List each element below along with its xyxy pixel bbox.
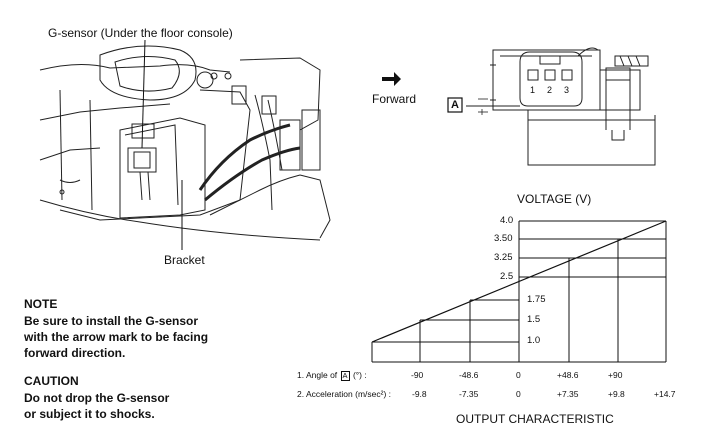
note-line-1: Be sure to install the G-sensor: [24, 314, 199, 328]
note-line-3: forward direction.: [24, 346, 126, 360]
row1-marker: A: [340, 371, 350, 381]
note-line-2: with the arrow mark to be facing: [24, 330, 209, 344]
pin-1-label: 1: [530, 85, 536, 95]
y-tick-1-5: 1.5: [527, 314, 541, 325]
caution-line-2: or subject it to shocks.: [24, 407, 155, 421]
y-tick-4-0: 4.0: [500, 215, 514, 226]
chart-title: OUTPUT CHARACTERISTIC: [456, 412, 614, 426]
y-tick-2-5: 2.5: [500, 271, 514, 282]
chart-ylabel: VOLTAGE (V): [517, 192, 592, 206]
row1-val-p90: +90: [608, 370, 623, 380]
row2-val-p14-7: +14.7: [654, 389, 676, 399]
row1-val-0: 0: [516, 370, 521, 380]
note-title: NOTE: [24, 297, 58, 311]
forward-arrow-icon: [382, 72, 401, 86]
row2-val-p7-35: +7.35: [557, 389, 579, 399]
row1-val-p48-6: +48.6: [557, 370, 579, 380]
row2-val-p9-8: +9.8: [608, 389, 625, 399]
forward-label: Forward: [372, 92, 417, 106]
y-tick-3-25: 3.25: [494, 252, 513, 263]
row2-val-m9-8: -9.8: [412, 389, 427, 399]
pin-2-label: 2: [547, 85, 553, 95]
caution-line-1: Do not drop the G-sensor: [24, 391, 170, 405]
y-tick-3-50: 3.50: [494, 233, 513, 244]
marker-a-label: A: [451, 99, 459, 111]
row1-label: 1. Angle of A (°) :: [297, 370, 367, 381]
bracket-label: Bracket: [164, 253, 205, 267]
caution-title: CAUTION: [24, 374, 79, 388]
y-tick-1-0: 1.0: [527, 335, 541, 346]
g-sensor-label: G-sensor (Under the floor console): [48, 26, 233, 40]
row2-val-0: 0: [516, 389, 521, 399]
row1-unit: (°) :: [352, 370, 367, 380]
pin-3-label: 3: [564, 85, 570, 95]
row1-val-m48-6: -48.6: [459, 370, 479, 380]
row1-label-text: 1. Angle of: [297, 370, 338, 380]
characteristic-line: [371, 220, 667, 343]
y-tick-1-75: 1.75: [527, 294, 546, 305]
row2-val-m7-35: -7.35: [459, 389, 479, 399]
row2-label: 2. Acceleration (m/sec²) :: [297, 389, 392, 399]
row1-val-m90: -90: [411, 370, 424, 380]
